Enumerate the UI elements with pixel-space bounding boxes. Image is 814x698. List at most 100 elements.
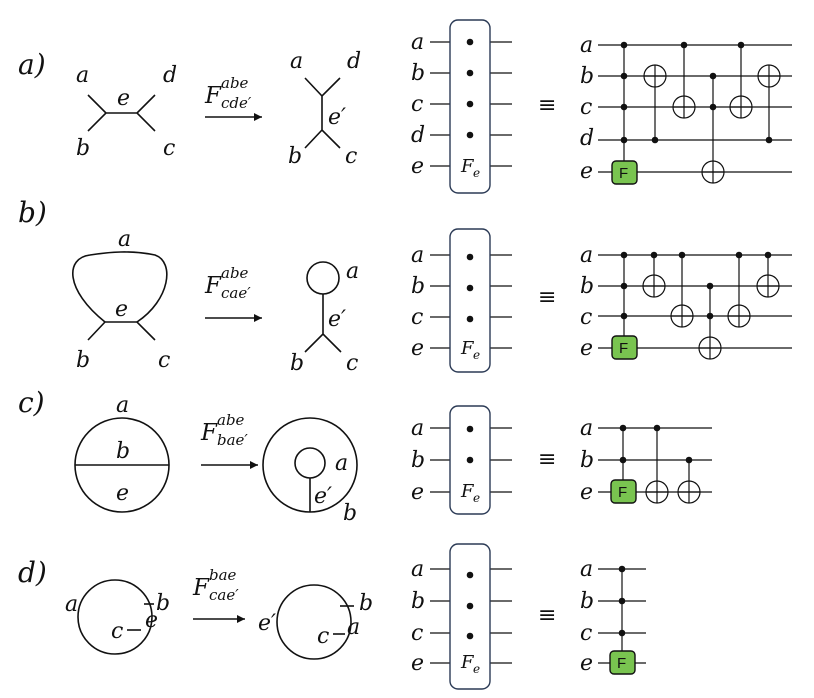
outer-circle <box>77 579 153 655</box>
wire-label-e: e <box>580 159 593 184</box>
equivalence-symbol: ≡ <box>538 603 556 628</box>
f-gate <box>611 160 638 185</box>
f-subscript: cae′ <box>209 586 239 604</box>
label-c: c <box>345 144 357 169</box>
gate-subscript: e <box>473 662 480 676</box>
left-graph: a e b c <box>72 227 170 373</box>
equivalence-symbol: ≡ <box>538 285 556 310</box>
graph-edges <box>304 77 341 149</box>
wire-label-c: c <box>411 621 423 646</box>
wire-label-d: d <box>580 126 594 151</box>
label-c: c <box>317 624 329 649</box>
label-b: b <box>288 144 302 169</box>
gate-subscript: e <box>473 491 480 505</box>
row-label: b) <box>18 196 47 229</box>
wire-label-a: a <box>580 33 593 58</box>
f-symbol: F <box>204 83 222 109</box>
row-label: d) <box>18 556 47 589</box>
wire-label-a: a <box>580 243 593 268</box>
cnot-circuit: a b c d e F <box>580 33 792 185</box>
row-c: c) a b e F abe bae′ a e′ b <box>18 386 712 526</box>
wire-label-c: c <box>580 621 592 646</box>
multi-control-gate: F e a b e <box>411 405 512 515</box>
label-e: e <box>145 608 158 633</box>
gate-label: F <box>460 338 475 359</box>
outer-circle <box>276 584 352 660</box>
wire-label-e: e <box>580 336 593 361</box>
f-move-arrow: F abe cde′ <box>204 74 262 121</box>
label-a: a <box>76 63 89 88</box>
wire-label-e: e <box>580 480 593 505</box>
f-gate-label: F <box>617 655 626 672</box>
wire-label-a: a <box>411 243 424 268</box>
label-a: a <box>347 615 360 640</box>
label-a: a <box>346 259 359 284</box>
wire-label-a: a <box>411 557 424 582</box>
label-c: c <box>158 348 170 373</box>
wire-label-b: b <box>411 61 425 86</box>
multi-control-gate: F e a b c e <box>411 228 512 373</box>
graph-edges <box>304 294 342 353</box>
label-b: b <box>290 351 304 376</box>
label-b: b <box>359 591 373 616</box>
wire-label-d: d <box>411 123 425 148</box>
f-gate-label: F <box>618 484 627 501</box>
f-gate-label: F <box>619 340 628 357</box>
label-c: c <box>346 351 358 376</box>
f-move-arrow: F abe bae′ <box>200 411 258 469</box>
f-move-arrow: F abe cae′ <box>204 264 262 322</box>
gate-label: F <box>460 156 475 177</box>
f-superscript: bae <box>209 566 237 584</box>
right-graph: e′ b a c <box>258 584 373 660</box>
multi-control-gate: F e a b c e <box>411 543 512 690</box>
left-graph: a b e <box>74 393 170 513</box>
wire-label-b: b <box>411 448 425 473</box>
wire-label-b: b <box>411 589 425 614</box>
equivalence-symbol: ≡ <box>538 93 556 118</box>
gate-box <box>449 228 491 373</box>
f-subscript: cae′ <box>221 284 251 302</box>
label-e-prime: e′ <box>328 105 346 130</box>
wire-label-b: b <box>580 589 594 614</box>
f-symbol: F <box>192 575 210 601</box>
label-b: b <box>116 439 130 464</box>
f-gate-label: F <box>619 165 628 182</box>
inner-circle <box>294 447 326 479</box>
wire-label-a: a <box>411 30 424 55</box>
wire-label-e: e <box>411 154 424 179</box>
f-gate <box>609 650 636 675</box>
f-superscript: abe <box>221 74 249 92</box>
graph-edges <box>87 321 156 341</box>
gate-label: F <box>460 652 475 673</box>
label-e-prime: e′ <box>258 611 276 636</box>
multi-control-gate: F e a b c d e <box>411 19 512 194</box>
wire-label-c: c <box>411 305 423 330</box>
label-c: c <box>163 136 175 161</box>
wire-label-b: b <box>411 274 425 299</box>
label-b: b <box>343 501 357 526</box>
label-e-prime: e′ <box>328 307 346 332</box>
loop-circle <box>306 261 340 295</box>
graph-edges <box>87 94 156 132</box>
right-graph: a e′ b c <box>290 259 359 376</box>
cnot-circuit: a b c e F <box>580 243 792 361</box>
wire-label-a: a <box>411 416 424 441</box>
row-b: b) a e b c F abe cae′ a e′ b c <box>18 196 792 376</box>
arrow-head <box>250 461 258 469</box>
label-a: a <box>335 451 348 476</box>
cnot-circuit: a b e F <box>580 416 712 505</box>
gate-label: F <box>460 481 475 502</box>
label-b: b <box>76 136 90 161</box>
label-e-prime: e′ <box>314 484 332 509</box>
cnot-circuit: a b c e F <box>580 557 646 676</box>
label-e: e <box>117 86 130 111</box>
arrow-head <box>254 113 262 121</box>
label-a: a <box>116 393 129 418</box>
row-label: c) <box>18 386 45 419</box>
gate-box <box>449 543 491 690</box>
f-superscript: abe <box>221 264 249 282</box>
label-a: a <box>290 49 303 74</box>
gate-subscript: e <box>473 166 480 180</box>
wire-label-e: e <box>580 651 593 676</box>
